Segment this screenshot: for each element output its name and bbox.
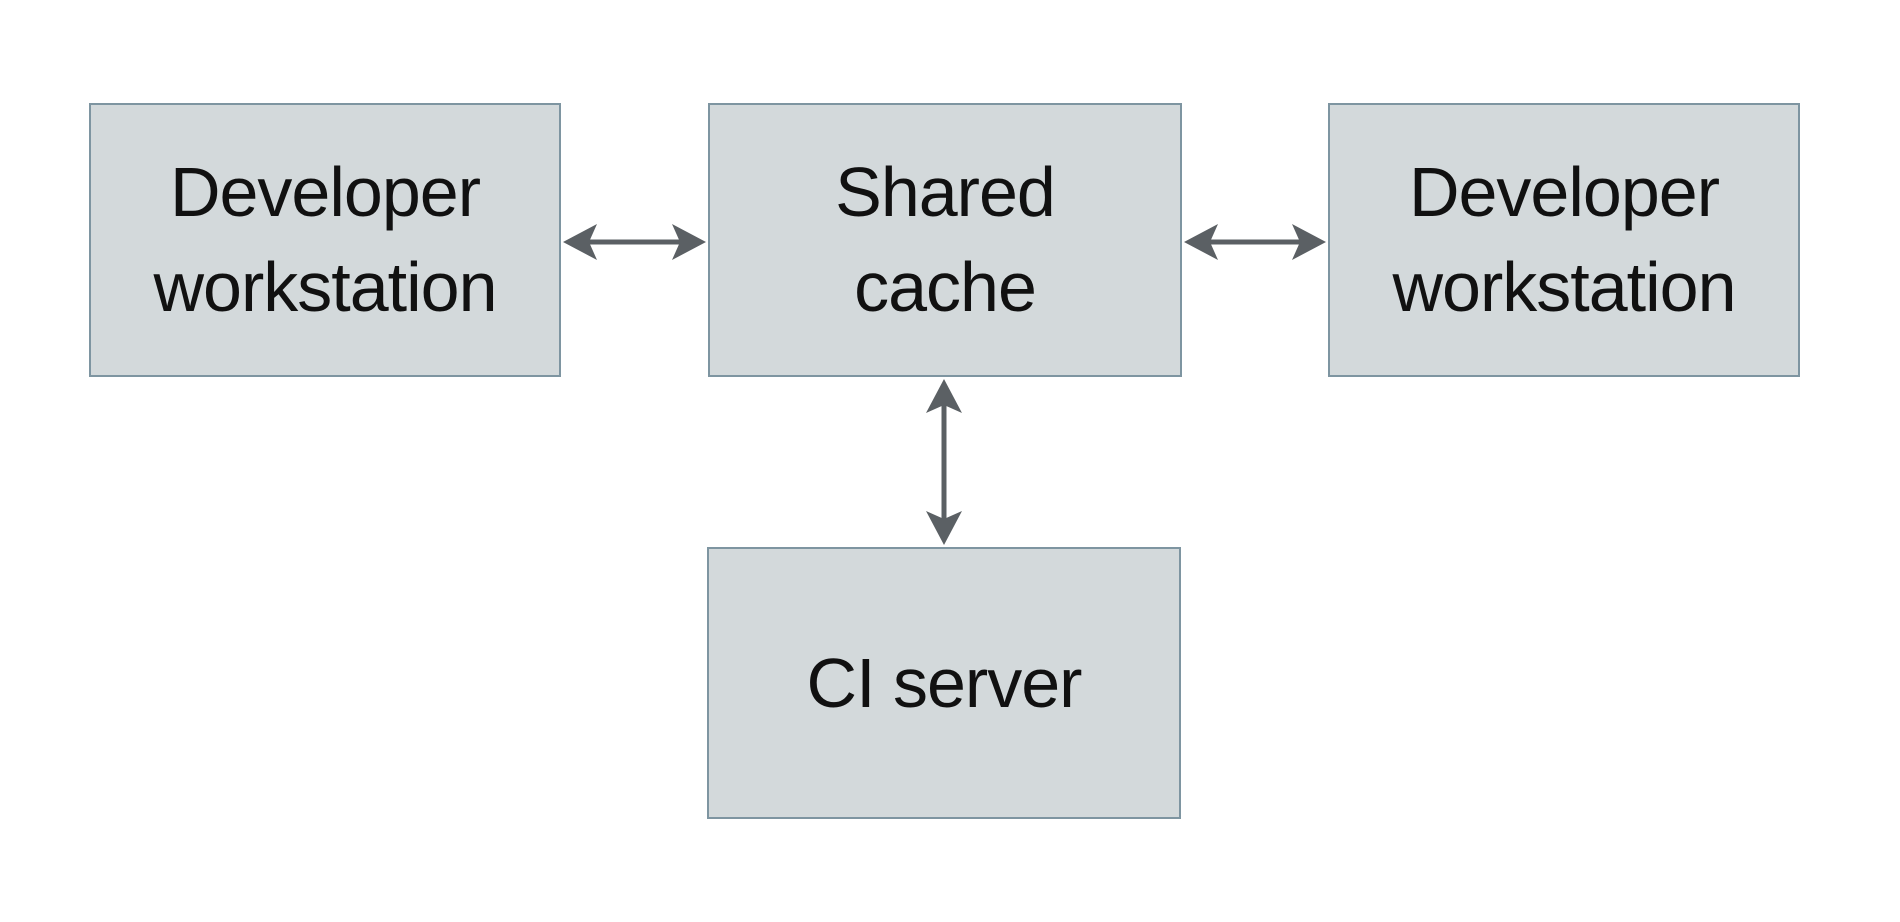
node-developer-workstation-left: Developer workstation [89, 103, 561, 377]
node-label-developer-workstation-right: Developer workstation [1392, 153, 1736, 326]
node-label-shared-cache: Shared cache [835, 153, 1056, 326]
arrowhead-right-icon [672, 224, 706, 260]
arrowhead-down-icon [926, 511, 962, 545]
node-label-ci-server: CI server [806, 643, 1083, 722]
arrowhead-left-icon [563, 224, 597, 260]
arrow-cache-ciserver [926, 379, 962, 545]
arrowhead-right-icon [1292, 224, 1326, 260]
node-shared-cache: Shared cache [708, 103, 1182, 377]
arrowhead-left-icon [1184, 224, 1218, 260]
arrowhead-up-icon [926, 379, 962, 413]
node-developer-workstation-right: Developer workstation [1328, 103, 1800, 377]
arrow-devleft-cache [563, 224, 706, 260]
node-ci-server: CI server [707, 547, 1181, 819]
node-label-developer-workstation-left: Developer workstation [153, 153, 497, 326]
arrow-cache-devright [1184, 224, 1326, 260]
